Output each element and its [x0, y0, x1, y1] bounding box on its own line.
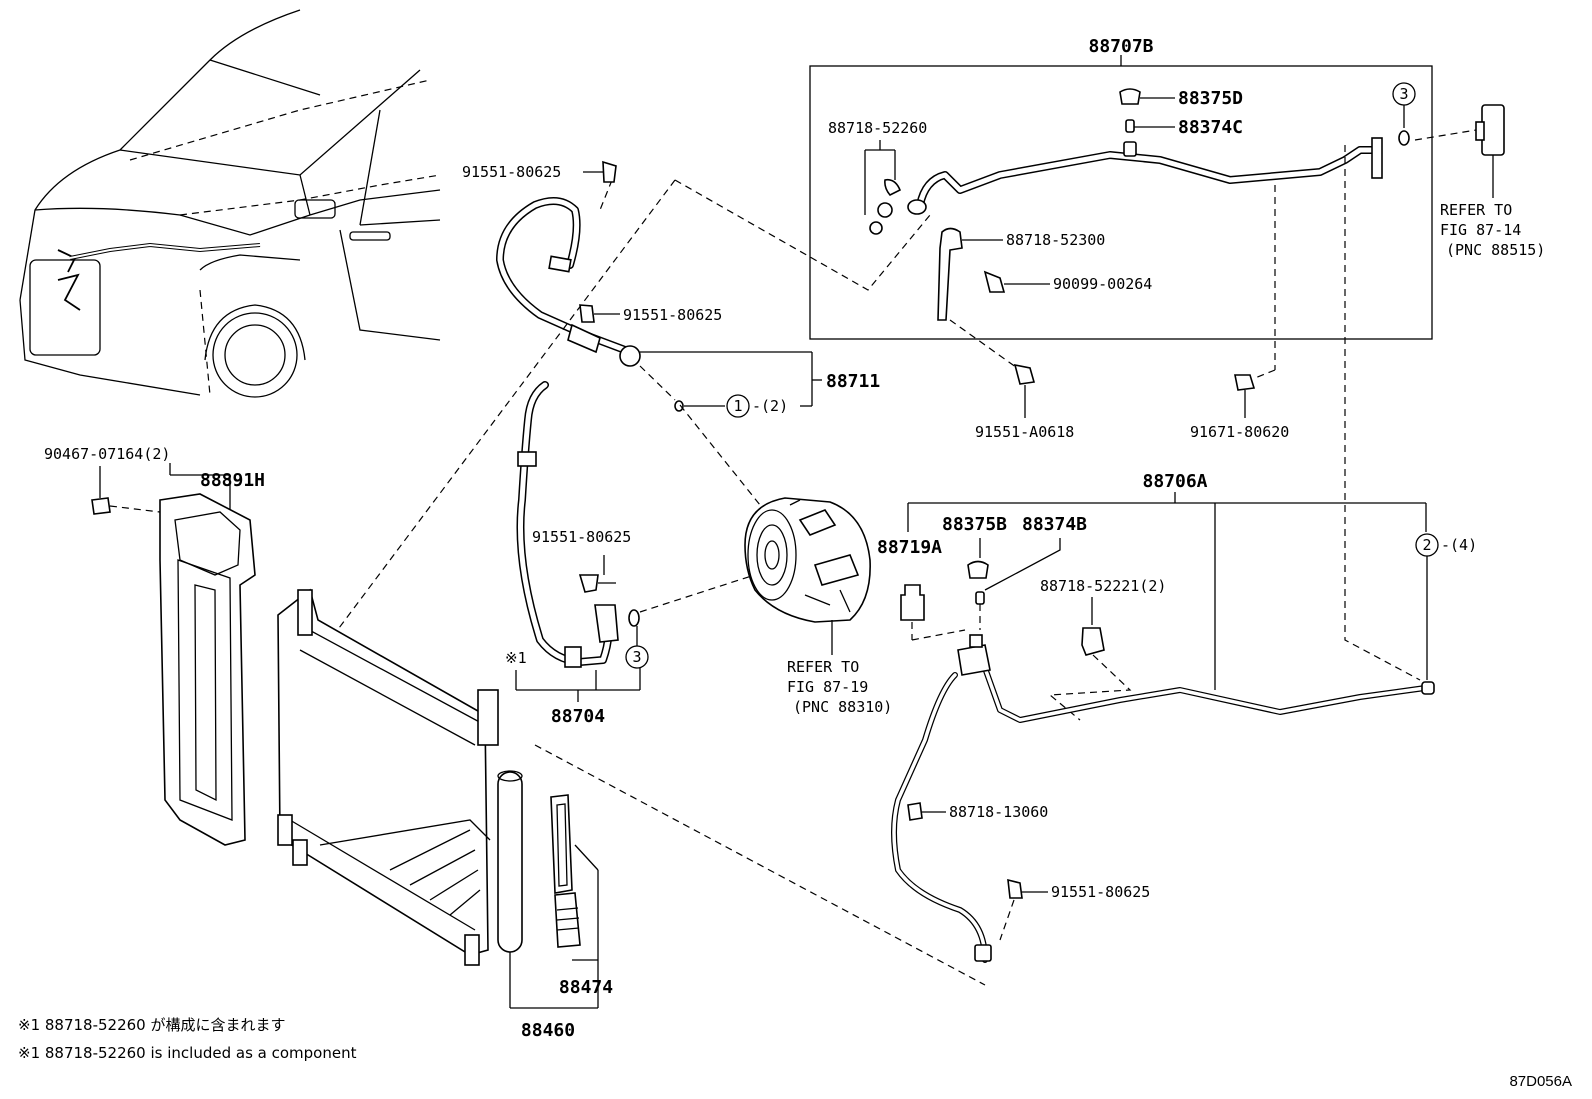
label-88719a: 88719A	[877, 537, 942, 558]
label-91551-a0618: 91551-A0618	[975, 423, 1074, 441]
label-88711: 88711	[826, 371, 880, 392]
refer-fig-87-19-line2: FIG 87-19	[787, 678, 868, 696]
guide-lines	[299, 145, 1421, 681]
label-88707b: 88707B	[1088, 36, 1153, 57]
note-english: ※1 88718-52260 is included as a componen…	[18, 1044, 357, 1062]
vehicle-outline	[19, 9, 441, 398]
label-88891h: 88891H	[200, 470, 265, 491]
compressor: REFER TO FIG 87-19 (PNC 88310)	[744, 497, 892, 716]
label-88375d: 88375D	[1178, 88, 1243, 109]
label-88718-52260: 88718-52260	[828, 119, 927, 137]
label-88718-13060: 88718-13060	[949, 803, 1048, 821]
group-88707b: 88707B 88718-52260 88375D 88374C 3 88718…	[809, 36, 1433, 340]
circle-3-lower: 3	[632, 648, 641, 666]
label-88704: 88704	[551, 706, 605, 727]
label-91551-80625-c: 91551-80625	[532, 528, 631, 546]
label-88375b: 88375B	[942, 514, 1007, 535]
note-japanese: ※1 88718-52260 が構成に含まれます	[18, 1016, 286, 1034]
label-88374b: 88374B	[1022, 514, 1087, 535]
label-88706a: 88706A	[1142, 471, 1207, 492]
label-88718-52300: 88718-52300	[1006, 231, 1105, 249]
circle-1: 1	[733, 397, 742, 415]
label-90467-07164: 90467-07164(2)	[44, 445, 170, 463]
label-88474: 88474	[559, 977, 613, 998]
group-88460: 88460 88474	[277, 588, 613, 1041]
bolts-middle: 91551-A0618 91671-80620	[949, 185, 1289, 441]
label-88460: 88460	[521, 1020, 575, 1041]
circle-2: 2	[1422, 536, 1431, 554]
refer-fig-87-14-line1: REFER TO	[1440, 201, 1512, 219]
group-88891h: 90467-07164(2) 88891H	[44, 445, 265, 846]
footnotes: ※1 88718-52260 が構成に含まれます ※1 88718-52260 …	[18, 1016, 1572, 1090]
group-88706a: 88706A 2 -(4) 88719A 88375B 88374B 88718…	[877, 471, 1477, 963]
label-88374c: 88374C	[1178, 117, 1243, 138]
refer-fig-87-19-line3: (PNC 88310)	[793, 698, 892, 716]
refer-fig-87-14-line2: FIG 87-14	[1440, 221, 1521, 239]
label-90099-00264: 90099-00264	[1053, 275, 1152, 293]
guide-condenser-to-tube	[534, 744, 986, 986]
label-91551-80625-d: 91551-80625	[1051, 883, 1150, 901]
group-88711: 91551-80625 91551-80625 88711 1 -(2)	[462, 160, 880, 418]
refer-fig-87-14-line3: (PNC 88515)	[1446, 241, 1545, 259]
label-91551-80625-a: 91551-80625	[462, 163, 561, 181]
circle-2-qty: -(4)	[1441, 536, 1477, 554]
label-91551-80625-b: 91551-80625	[623, 306, 722, 324]
label-88718-52221: 88718-52221(2)	[1040, 577, 1166, 595]
expansion-valve: REFER TO FIG 87-14 (PNC 88515)	[1414, 104, 1545, 259]
label-91671-80620: 91671-80620	[1190, 423, 1289, 441]
circle-3-top: 3	[1399, 85, 1408, 103]
figure-code: 87D056A	[1509, 1073, 1572, 1090]
refer-fig-87-19-line1: REFER TO	[787, 658, 859, 676]
group-88704: 91551-80625 3 ※1 88704	[505, 381, 771, 727]
circle-1-qty: -(2)	[752, 397, 788, 415]
mark-1: ※1	[505, 649, 527, 667]
